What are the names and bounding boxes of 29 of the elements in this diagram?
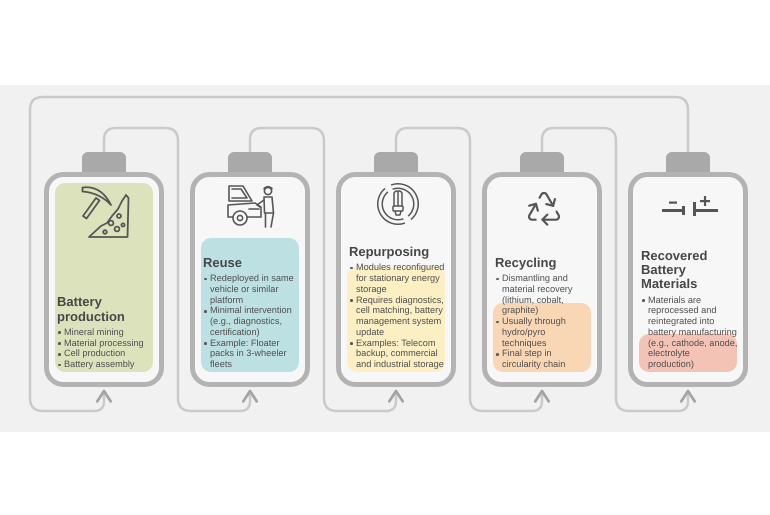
battery-node [482,152,602,387]
connector-arrow [102,126,258,412]
bullet-item: Examples: Telecom backup, commercial and industrial storage [349,338,446,370]
battery-node [190,152,310,387]
bullet-item: Dismantling and material recovery (lithium, cobalt, graphite) [495,273,592,316]
bullet-item: Battery assembly [57,359,154,370]
bullet-item: Modules reconfigured for stationary energy storage [349,262,446,295]
bullet-item: Cell production [57,348,154,360]
bullet-item: Materials are reprocessed and reintegrated into battery manufacturing (e.g., cathode, anode, electrolyte production) [641,294,738,370]
connector-arrow [28,96,690,412]
node-title: Repurposing [349,245,430,260]
bullet-item: Final step in circularity chain [495,348,592,370]
battery-node [628,152,748,387]
battery-node [336,152,456,387]
node-title: Reuse [203,256,244,270]
node-title: Battery production [57,295,126,324]
connector-arrow [394,126,550,412]
bullet-item: Example: Floater packs in 3-wheeler fleets [203,338,300,370]
bullet-item: Minimal intervention (e.g., diagnostics, certification) [203,305,300,338]
bullet-item: Usually through hydro/pyro techniques [495,316,592,348]
bullet-item: Requires diagnostics, cell matching, battery management system update [349,294,446,338]
bullet-item: Material processing [57,338,154,348]
node-title: Recovered Battery Materials [641,248,708,292]
connector-arrow [248,126,404,412]
bullet-item: Mineral mining [57,326,154,338]
node-title: Recycling [495,256,558,270]
connector-arrow [540,126,696,412]
battery-node [44,152,164,387]
bullet-item: Redeployed in same vehicle or similar platform [203,273,300,306]
